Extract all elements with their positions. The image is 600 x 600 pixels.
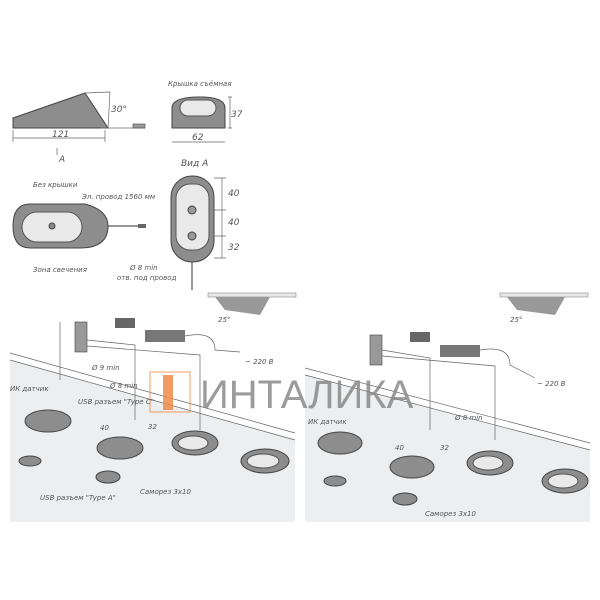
view-a-dim-3: 32 <box>228 243 240 253</box>
watermark: ИНТАЛИКА <box>149 371 414 417</box>
length-dim: 121 <box>52 130 69 140</box>
right-dim-40: 40 <box>395 444 404 452</box>
left-usb-a: USB разъем "Type A" <box>40 494 116 502</box>
cover-label: Крышка съёмная <box>168 80 232 88</box>
top-labels: 121 30° A Крышка съёмная 62 37 Без крышк… <box>33 80 243 282</box>
left-hole-9: Ø 9 min <box>91 364 120 372</box>
view-a <box>170 175 226 290</box>
right-install-panel <box>304 292 591 522</box>
bottom-view <box>12 203 146 249</box>
right-ir-sensor: ИК датчик <box>308 418 347 426</box>
left-install-panel <box>9 292 297 522</box>
view-a-title: Вид А <box>181 159 208 169</box>
hole-label: Ø 8 min <box>129 264 158 272</box>
glow-zone-label: Зона свечения <box>33 266 87 274</box>
left-labels: 25° ~ 220 В Ø 9 min Ø 8 min ИК датчик US… <box>10 316 274 502</box>
left-usb-c: USB разъем "Type C" <box>78 398 154 406</box>
left-voltage: ~ 220 В <box>245 358 274 366</box>
brand-logo-icon <box>149 371 191 413</box>
brand-watermark: ИНТАЛИКА <box>200 373 414 417</box>
left-screw: Саморез 3х10 <box>140 488 191 496</box>
right-labels: 25° ~ 220 В Ø 8 min ИК датчик 40 32 Само… <box>308 316 566 518</box>
left-dim-40: 40 <box>100 424 109 432</box>
right-dim-32: 32 <box>440 444 449 452</box>
height-dim: 37 <box>231 110 243 120</box>
right-angle: 25° <box>510 316 522 324</box>
lamp-side-shape <box>12 92 109 129</box>
left-angle: 25° <box>218 316 230 324</box>
left-ir-sensor: ИК датчик <box>10 385 49 393</box>
right-hole-8: Ø 8 min <box>454 414 483 422</box>
no-cover-label: Без крышки <box>33 181 78 189</box>
view-a-dim-2: 40 <box>228 218 240 228</box>
right-voltage: ~ 220 В <box>537 380 566 388</box>
hole-note: отв. под провод <box>117 274 177 282</box>
left-hole-8: Ø 8 min <box>109 382 138 390</box>
angle-dim: 30° <box>111 105 127 115</box>
front-view <box>171 96 232 143</box>
wire-label: Эл. провод 1560 мм <box>81 193 156 201</box>
view-arrow-label: A <box>58 155 65 165</box>
width-dim: 62 <box>192 133 204 143</box>
view-a-dim-1: 40 <box>228 189 240 199</box>
right-screw: Саморез 3х10 <box>425 510 476 518</box>
left-dim-32: 32 <box>148 423 157 431</box>
side-view <box>12 91 146 155</box>
